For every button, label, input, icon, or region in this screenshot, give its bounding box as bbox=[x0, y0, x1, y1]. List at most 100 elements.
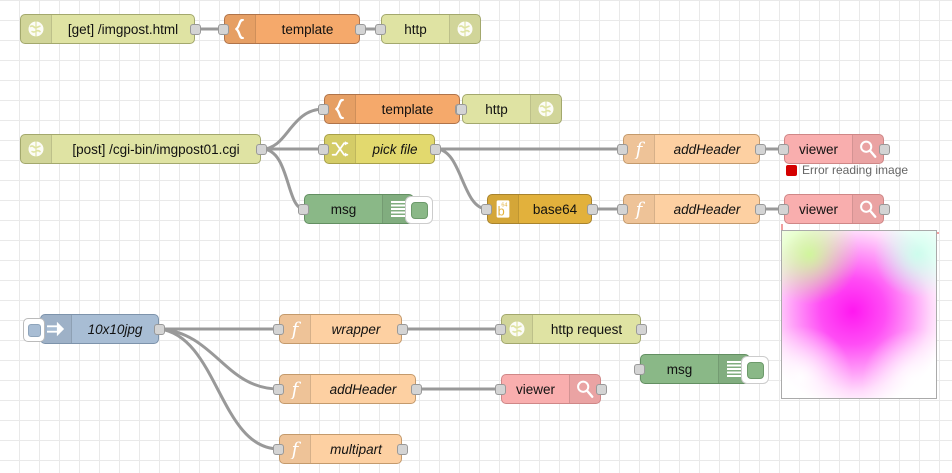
output-port[interactable] bbox=[154, 324, 165, 335]
input-port[interactable] bbox=[634, 364, 645, 375]
svg-text:64: 64 bbox=[501, 202, 507, 208]
input-port[interactable] bbox=[218, 24, 229, 35]
input-port[interactable] bbox=[778, 204, 789, 215]
node-viewer_2[interactable]: viewer bbox=[778, 194, 890, 224]
function-icon: f bbox=[280, 315, 311, 343]
input-port[interactable] bbox=[273, 324, 284, 335]
input-port[interactable] bbox=[318, 104, 329, 115]
svg-text:f: f bbox=[634, 139, 646, 159]
output-port[interactable] bbox=[879, 144, 890, 155]
output-port[interactable] bbox=[755, 204, 766, 215]
node-viewer_3[interactable]: viewer bbox=[495, 374, 607, 404]
input-port[interactable] bbox=[375, 24, 386, 35]
viewer-image-preview bbox=[781, 230, 937, 399]
node-label: 10x10jpg bbox=[87, 321, 143, 337]
braces-icon bbox=[325, 95, 356, 123]
node-label: http bbox=[485, 101, 508, 117]
svg-text:f: f bbox=[290, 379, 302, 399]
output-port[interactable] bbox=[596, 384, 607, 395]
node-pick_file[interactable]: pick file bbox=[318, 134, 441, 164]
input-port[interactable] bbox=[456, 104, 467, 115]
node-debug_1[interactable]: msg bbox=[298, 194, 433, 224]
node-http_resp_1[interactable]: http bbox=[375, 14, 481, 44]
input-port[interactable] bbox=[617, 204, 628, 215]
output-port[interactable] bbox=[411, 384, 422, 395]
input-port[interactable] bbox=[318, 144, 329, 155]
node-label: viewer bbox=[515, 381, 555, 397]
node-label: viewer bbox=[798, 201, 838, 217]
wire-pickfile-to-base64 bbox=[434, 147, 489, 211]
output-port[interactable] bbox=[879, 204, 890, 215]
function-icon: f bbox=[280, 435, 311, 463]
node-template_2[interactable]: template bbox=[318, 94, 466, 124]
status-badge: Error reading image bbox=[786, 163, 908, 177]
output-port[interactable] bbox=[755, 144, 766, 155]
node-label: base64 bbox=[532, 201, 578, 217]
input-port[interactable] bbox=[778, 144, 789, 155]
node-label: multipart bbox=[330, 441, 382, 457]
status-text: Error reading image bbox=[802, 163, 909, 177]
node-label: template bbox=[281, 21, 334, 37]
node-inject_jpg[interactable]: 10x10jpg bbox=[23, 314, 165, 344]
output-port[interactable] bbox=[397, 324, 408, 335]
output-port[interactable] bbox=[397, 444, 408, 455]
inject-trigger-button[interactable] bbox=[23, 318, 45, 342]
output-port[interactable] bbox=[636, 324, 647, 335]
node-label: addHeader bbox=[329, 381, 397, 397]
wire-inject-to-addheader3 bbox=[158, 327, 281, 391]
node-label: http request bbox=[550, 321, 623, 337]
function-icon: f bbox=[624, 135, 655, 163]
wire-post-to-template2 bbox=[260, 107, 326, 151]
svg-text:b: b bbox=[498, 203, 505, 218]
node-label: viewer bbox=[798, 141, 838, 157]
svg-text:f: f bbox=[634, 199, 646, 219]
node-http_resp_2[interactable]: http bbox=[456, 94, 562, 124]
node-wrapper[interactable]: f wrapper bbox=[273, 314, 408, 344]
globe-icon bbox=[502, 315, 533, 343]
magnifier-icon bbox=[852, 195, 883, 223]
node-http_in_post[interactable]: [post] /cgi-bin/imgpost01.cgi bbox=[20, 134, 267, 164]
node-viewer_1[interactable]: viewer bbox=[778, 134, 890, 164]
globe-icon bbox=[530, 95, 561, 123]
output-port[interactable] bbox=[587, 204, 598, 215]
magnifier-icon bbox=[852, 135, 883, 163]
output-port[interactable] bbox=[190, 24, 201, 35]
input-port[interactable] bbox=[481, 204, 492, 215]
node-label: msg bbox=[666, 361, 693, 377]
node-label: [post] /cgi-bin/imgpost01.cgi bbox=[72, 141, 240, 157]
input-port[interactable] bbox=[298, 204, 309, 215]
output-port[interactable] bbox=[256, 144, 267, 155]
node-addHeader_1[interactable]: f addHeader bbox=[617, 134, 766, 164]
node-addHeader_2[interactable]: f addHeader bbox=[617, 194, 766, 224]
input-port[interactable] bbox=[495, 324, 506, 335]
node-http_in_get[interactable]: [get] /imgpost.html bbox=[20, 14, 201, 44]
node-http_request[interactable]: http request bbox=[495, 314, 647, 344]
svg-text:f: f bbox=[290, 439, 302, 459]
input-port[interactable] bbox=[495, 384, 506, 395]
debug-toggle-button[interactable] bbox=[405, 196, 433, 224]
debug-toggle-button[interactable] bbox=[741, 356, 769, 384]
node-debug_2[interactable]: msg bbox=[634, 354, 769, 384]
node-template_1[interactable]: template bbox=[218, 14, 366, 44]
node-label: pick file bbox=[372, 141, 418, 157]
node-multipart[interactable]: f multipart bbox=[273, 434, 408, 464]
input-port[interactable] bbox=[273, 384, 284, 395]
output-port[interactable] bbox=[430, 144, 441, 155]
node-addHeader_3[interactable]: f addHeader bbox=[273, 374, 422, 404]
globe-icon bbox=[449, 15, 480, 43]
node-label: [get] /imgpost.html bbox=[67, 21, 179, 37]
globe-icon bbox=[21, 135, 52, 163]
node-label: addHeader bbox=[673, 201, 741, 217]
node-label: wrapper bbox=[331, 321, 381, 337]
output-port[interactable] bbox=[355, 24, 366, 35]
wire-inject-to-multipart bbox=[158, 327, 281, 451]
input-port[interactable] bbox=[617, 144, 628, 155]
globe-icon bbox=[21, 15, 52, 43]
function-icon: f bbox=[624, 195, 655, 223]
input-port[interactable] bbox=[273, 444, 284, 455]
node-label: addHeader bbox=[673, 141, 741, 157]
wire-post-to-debug bbox=[260, 147, 306, 211]
